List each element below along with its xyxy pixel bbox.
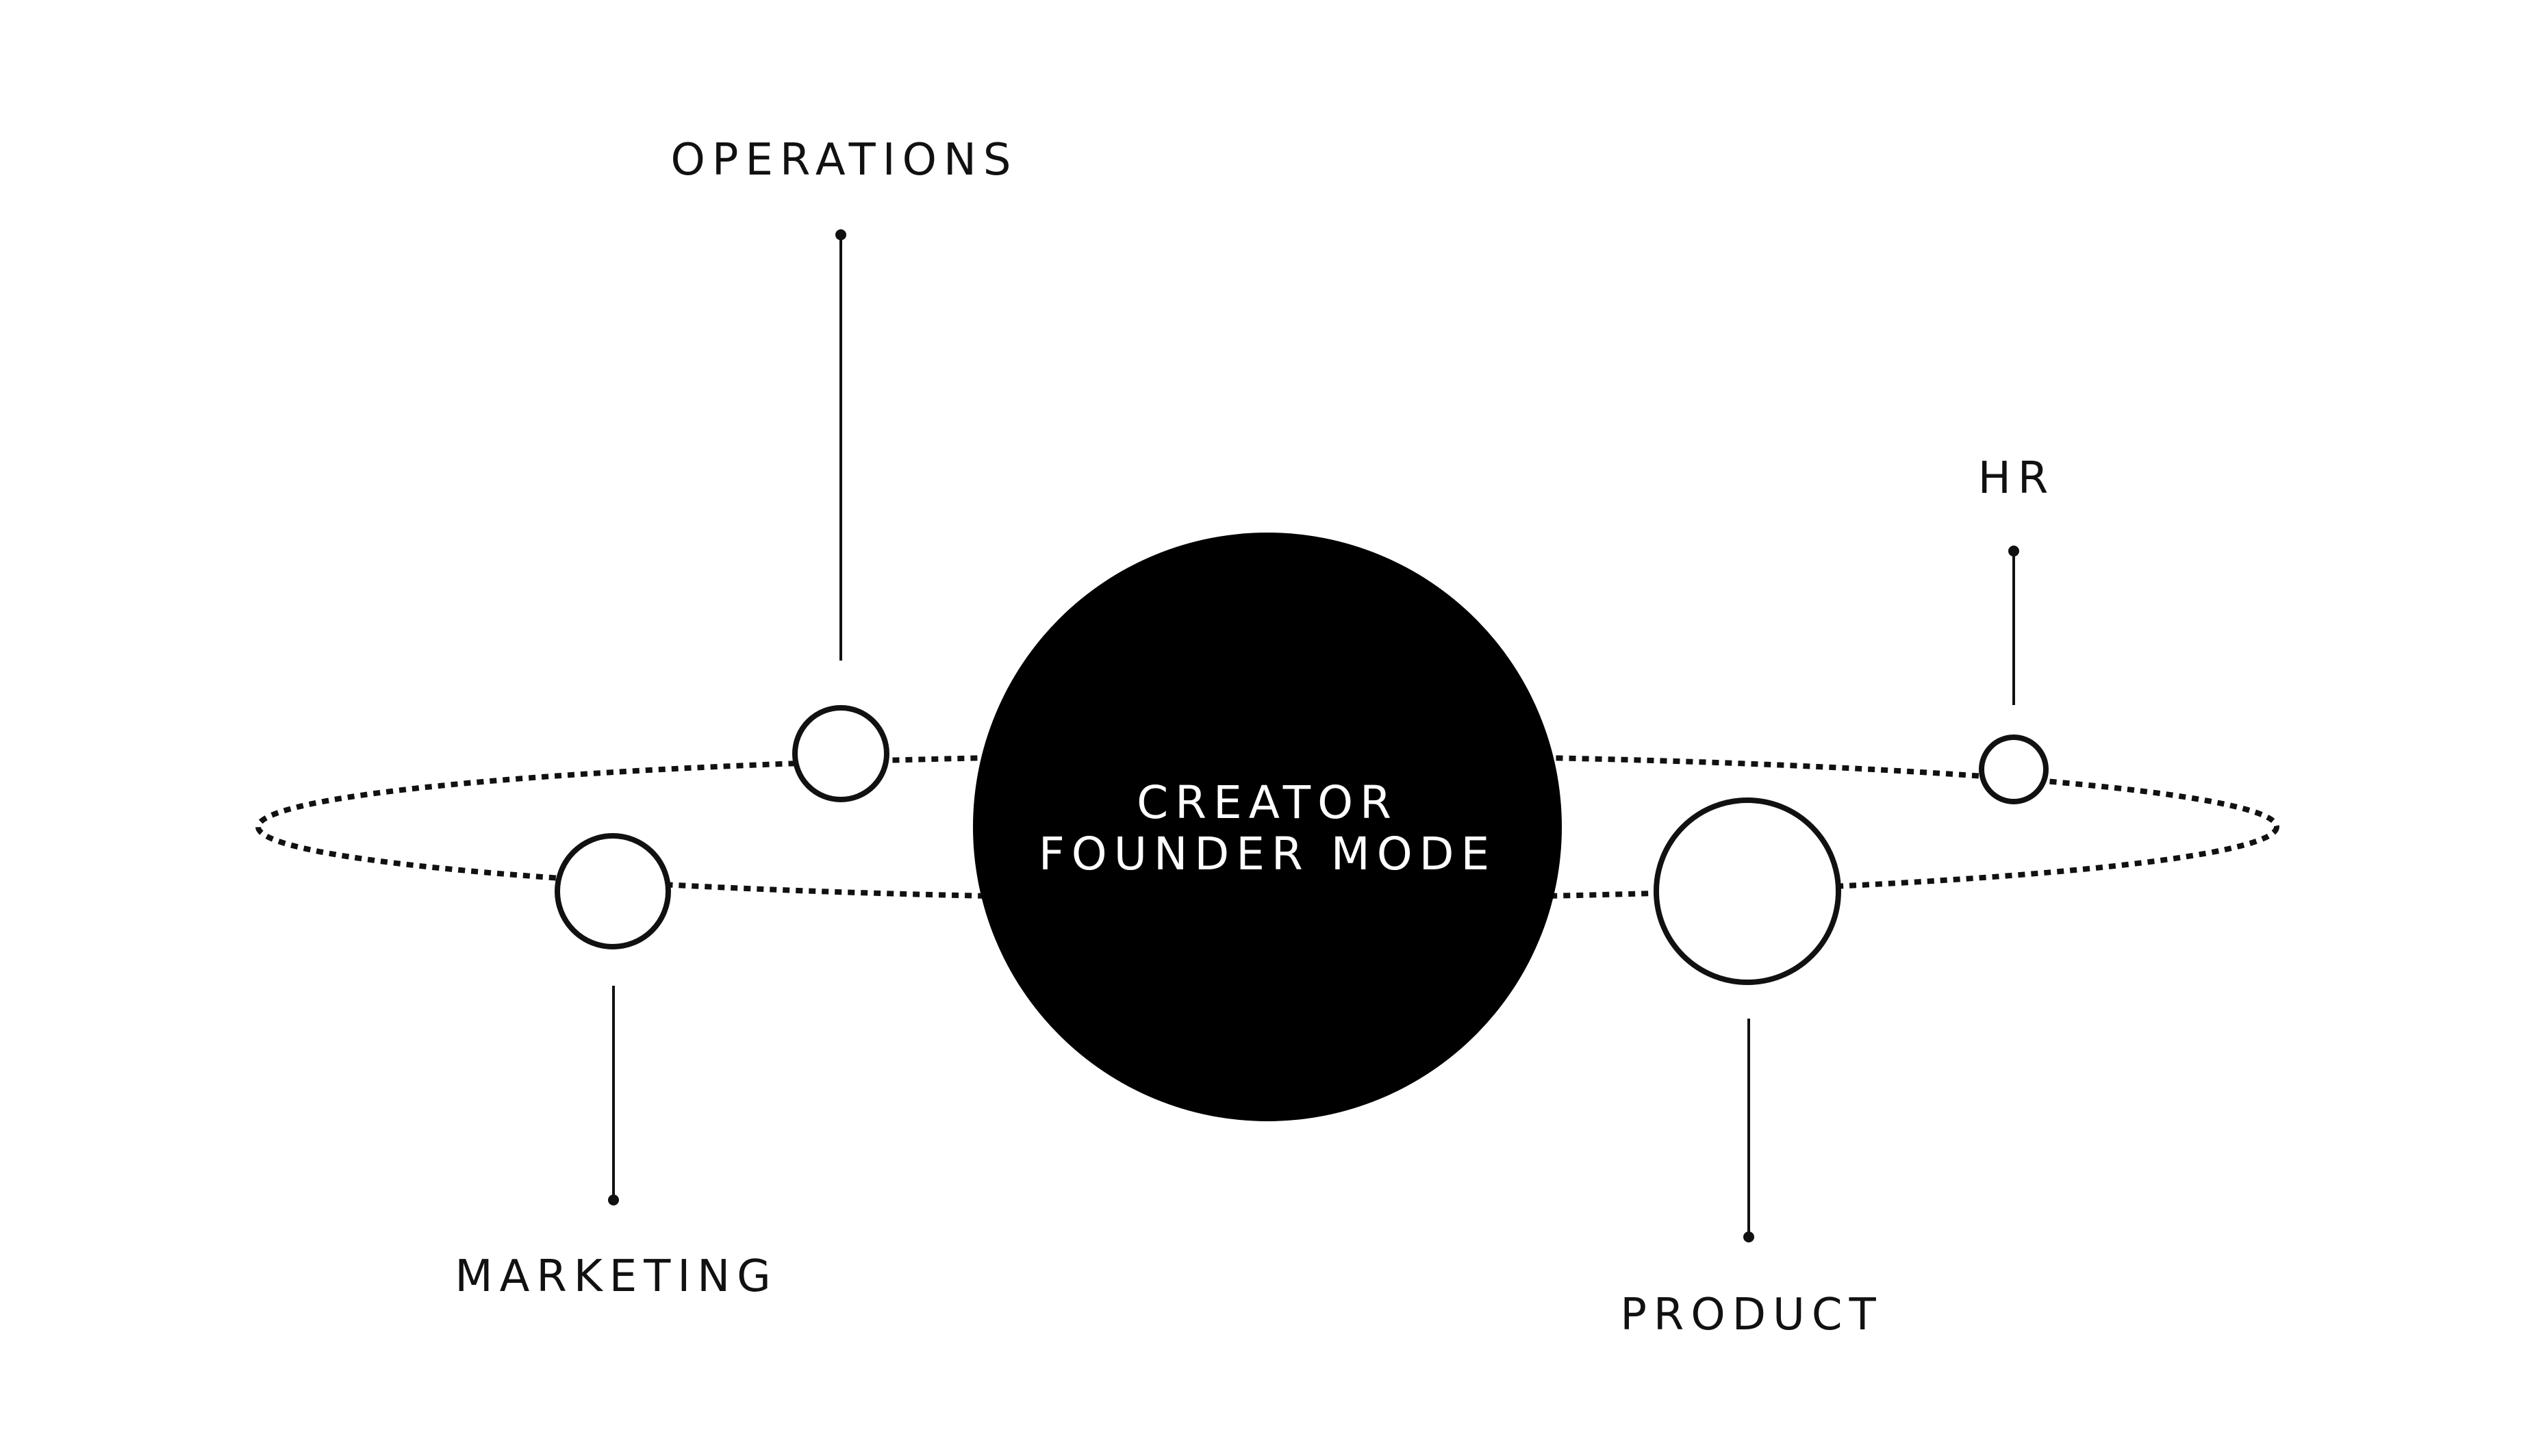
product-label: PRODUCT	[1620, 1290, 1882, 1340]
marketing-label: MARKETING	[455, 1251, 777, 1302]
center-planet	[973, 533, 1562, 1121]
product-connector-dot	[1743, 1231, 1754, 1242]
hr-label: HR	[1978, 453, 2055, 504]
marketing-planet	[555, 833, 671, 949]
center-label-line2: FOUNDER MODE	[1039, 828, 1496, 880]
hr-connector-dot	[2008, 546, 2019, 557]
marketing-connector-dot	[608, 1195, 619, 1205]
operations-planet	[792, 705, 889, 802]
operations-connector-dot	[835, 229, 846, 240]
product-planet	[1654, 797, 1841, 985]
center-label-line1: CREATOR	[1137, 776, 1398, 829]
operations-label: OPERATIONS	[671, 135, 1018, 186]
hr-planet	[1979, 735, 2049, 804]
